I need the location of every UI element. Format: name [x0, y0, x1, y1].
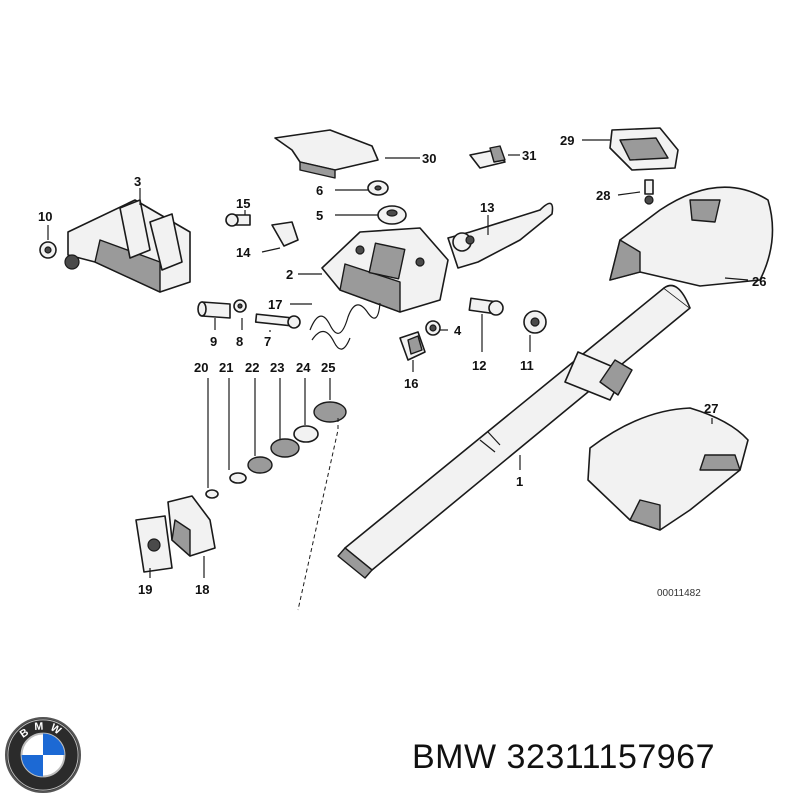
callout-26: 26: [752, 274, 766, 289]
part-washer-small: [233, 299, 247, 313]
callout-29: 29: [560, 133, 574, 148]
part-sleeve: [197, 301, 231, 319]
part-grommet: [377, 205, 407, 225]
callout-20: 20: [194, 360, 208, 375]
callout-21: 21: [219, 360, 233, 375]
part-screw: [225, 213, 251, 227]
part-rings: [205, 401, 347, 499]
part-plate: [274, 129, 379, 179]
callout-9: 9: [210, 334, 217, 349]
part-steering-column-tube: [337, 284, 691, 579]
part-lock-housing: [167, 495, 216, 557]
callout-17: 17: [268, 297, 282, 312]
callout-31: 31: [522, 148, 536, 163]
callout-14: 14: [236, 245, 251, 260]
part-number-caption: BMW 32311157967: [412, 738, 715, 776]
callout-11: 11: [520, 358, 534, 373]
callout-6: 6: [316, 183, 323, 198]
part-collar-nut: [523, 310, 547, 334]
callout-22: 22: [245, 360, 259, 375]
callout-1: 1: [516, 474, 523, 489]
part-clip: [469, 145, 506, 169]
callout-12: 12: [472, 358, 486, 373]
callout-15: 15: [236, 196, 250, 211]
callout-10: 10: [38, 209, 52, 224]
part-nut-small: [425, 320, 441, 336]
part-bracket-clip: [271, 221, 299, 247]
callout-13: 13: [480, 200, 494, 215]
callout-labels: 1 2 3 4 5 6 7 8 9 10 11 12 13 14 15 16 1…: [38, 133, 766, 599]
leader-lines: [47, 139, 749, 578]
callout-27: 27: [704, 401, 718, 416]
part-bolt: [254, 313, 301, 329]
callout-18: 18: [195, 582, 209, 597]
callout-25: 25: [321, 360, 335, 375]
callout-8: 8: [236, 334, 243, 349]
part-adjustment-bracket: [321, 227, 449, 313]
part-lower-trim-panel: [587, 407, 749, 531]
part-washer: [367, 180, 389, 196]
callout-7: 7: [264, 334, 271, 349]
part-screw-small: [644, 179, 654, 205]
part-bracket: [39, 199, 191, 293]
callout-4: 4: [454, 323, 462, 338]
callout-23: 23: [270, 360, 284, 375]
callout-19: 19: [138, 582, 152, 597]
callout-16: 16: [404, 376, 418, 391]
part-trim-cap: [609, 127, 679, 171]
part-upper-trim-panel: [609, 186, 774, 287]
diagram-reference-code: 00011482: [657, 588, 701, 599]
callout-30: 30: [422, 151, 436, 166]
callout-3: 3: [134, 174, 141, 189]
callout-5: 5: [316, 208, 323, 223]
callout-28: 28: [596, 188, 610, 203]
part-bolt-long: [468, 297, 504, 316]
part-clamp: [399, 331, 426, 361]
bmw-logo: BMW: [4, 716, 82, 794]
part-lever: [447, 202, 554, 269]
callout-24: 24: [296, 360, 311, 375]
part-spring: [309, 302, 381, 350]
part-lock-plate: [135, 515, 173, 573]
callout-2: 2: [286, 267, 293, 282]
